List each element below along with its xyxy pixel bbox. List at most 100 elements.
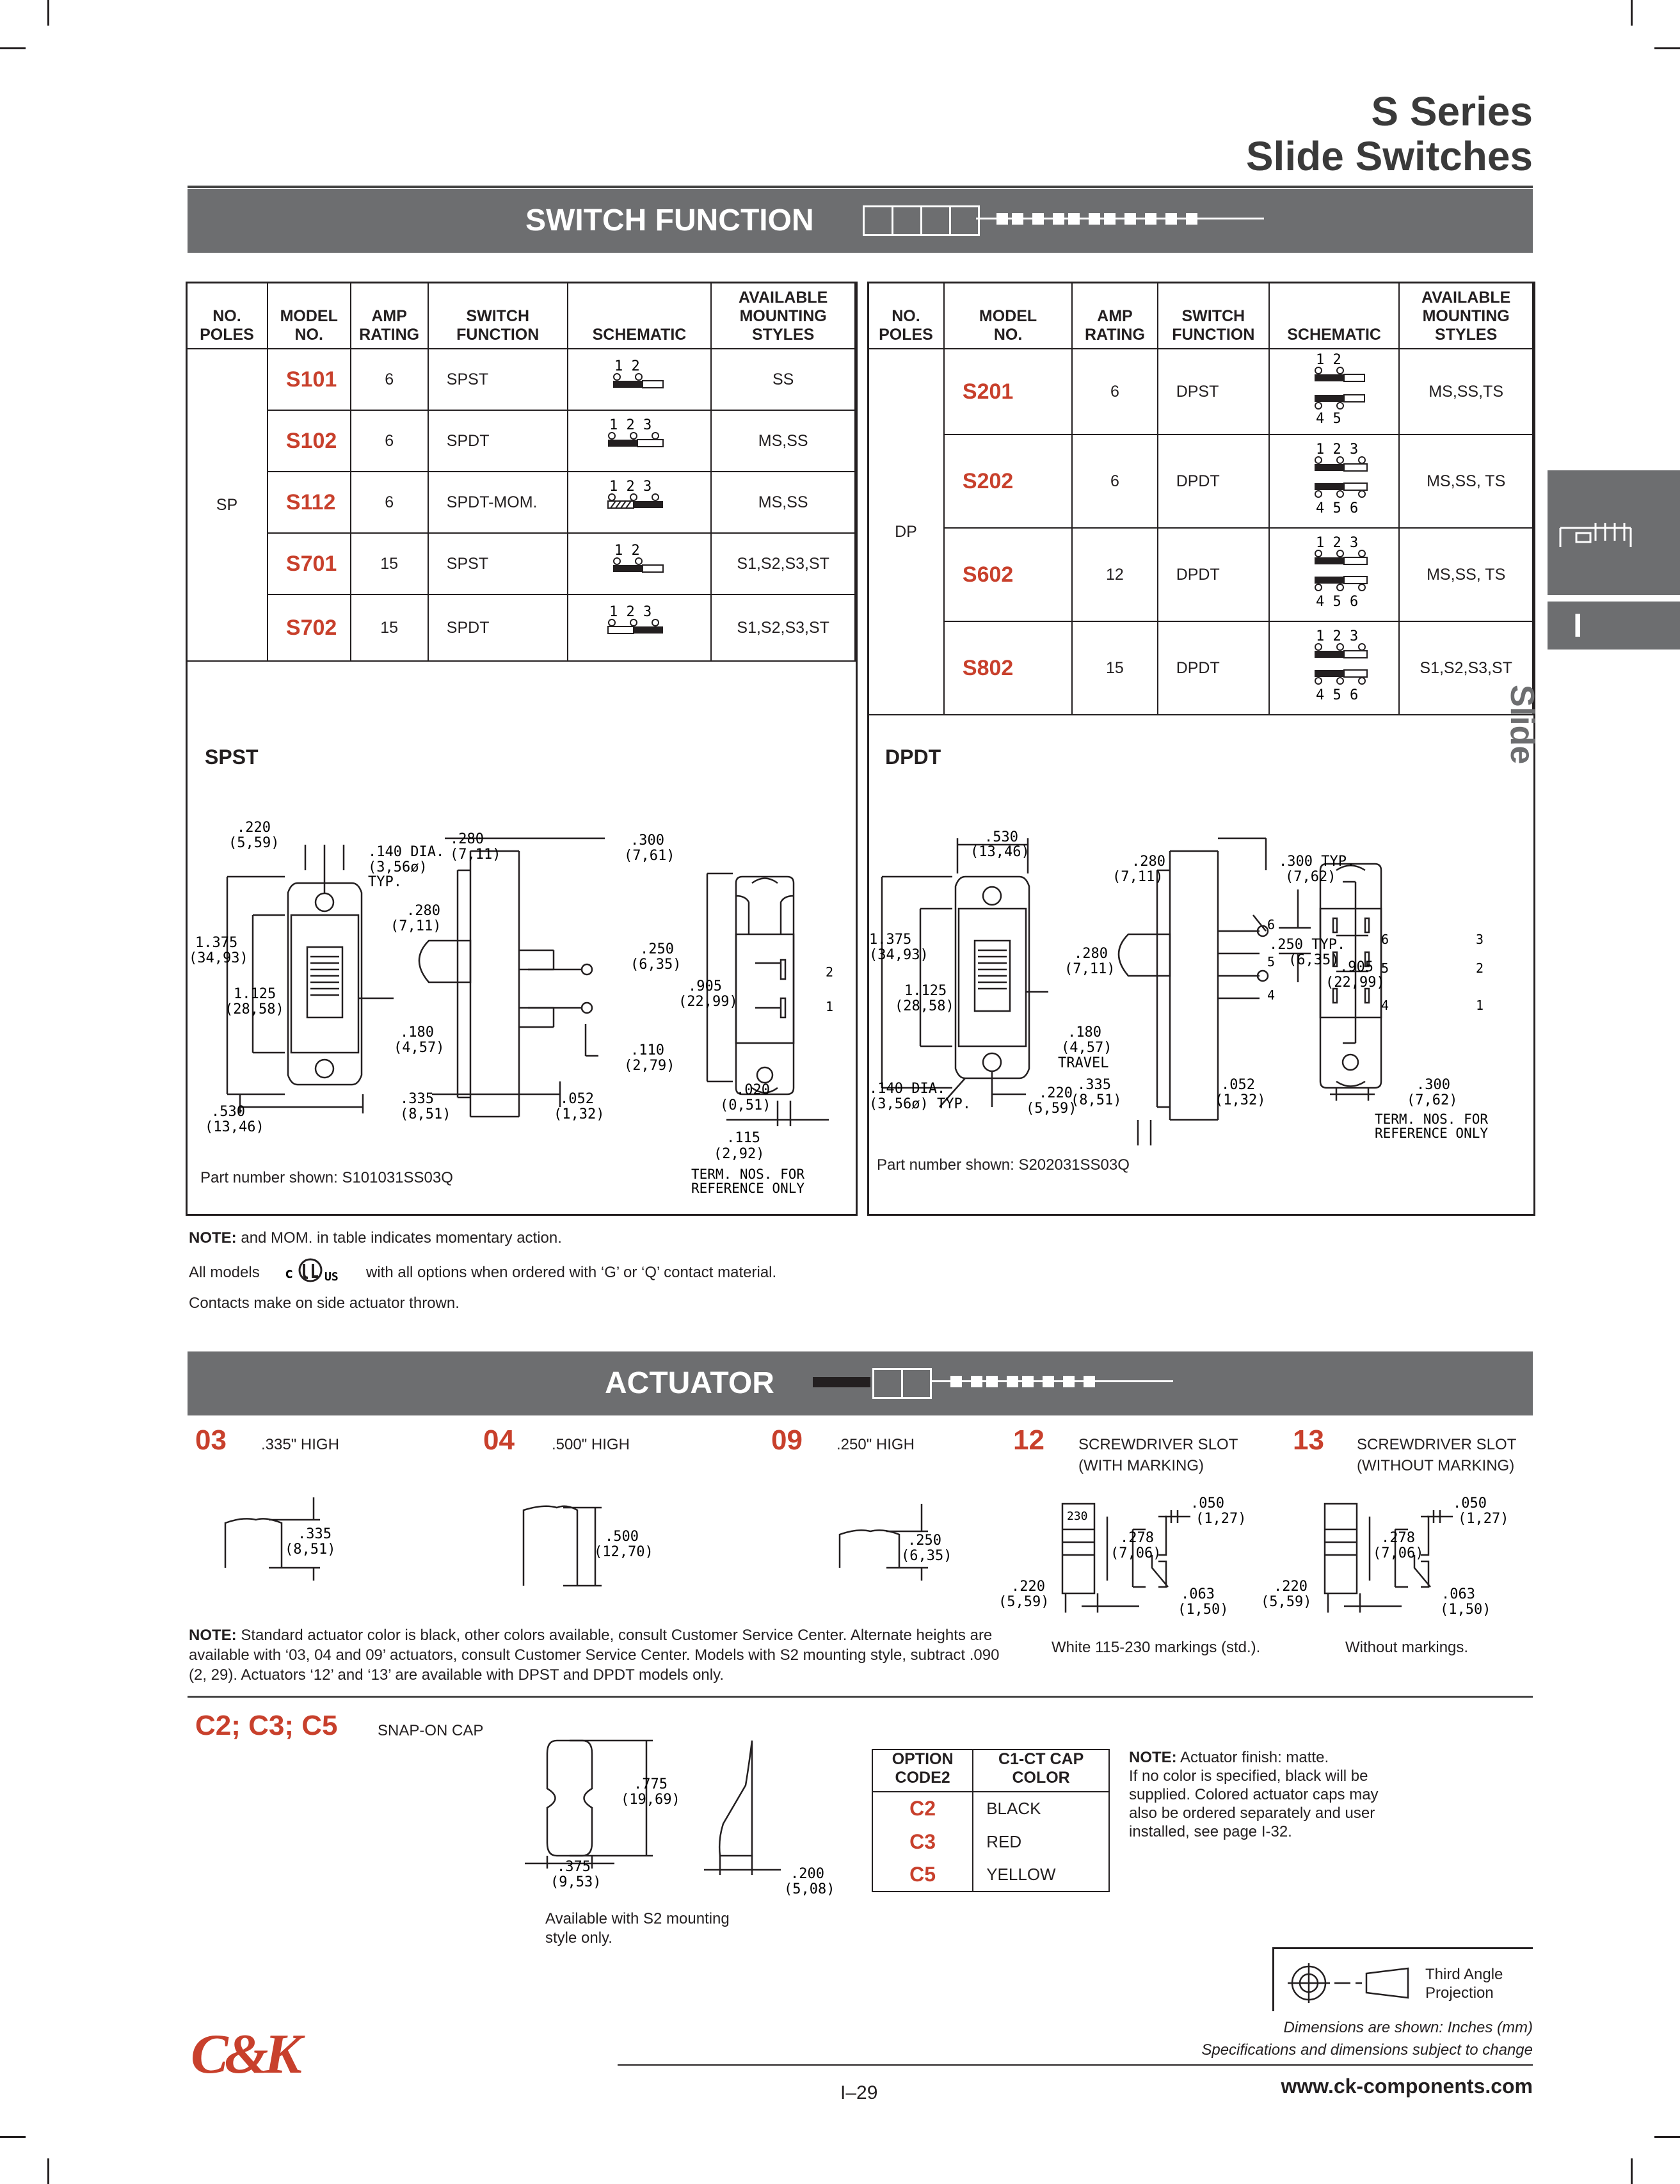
svg-text:(1,32): (1,32)	[554, 1106, 604, 1122]
section-rule	[188, 1696, 1533, 1698]
code-square	[1007, 1376, 1018, 1387]
mounting-cell: MS,SS	[710, 410, 856, 472]
website-link[interactable]: www.ck-components.com	[1281, 2075, 1533, 2098]
svg-text:.052: .052	[1221, 1077, 1255, 1093]
schematic-cell: 1 2 3 4 5 6	[1268, 527, 1400, 622]
svg-text:1: 1	[1476, 998, 1484, 1013]
amp-cell: 15	[349, 594, 429, 662]
svg-text:(34,93): (34,93)	[869, 947, 929, 963]
svg-text:TYP.: TYP.	[368, 874, 402, 890]
svg-text:c: c	[285, 1266, 293, 1282]
poles-cell: SP	[186, 348, 268, 662]
svg-text:(7,11): (7,11)	[1064, 961, 1115, 977]
svg-text:.220: .220	[237, 820, 271, 836]
third-angle-projection-icon	[1288, 1963, 1409, 2003]
schematic-cell: 1 2	[566, 348, 712, 411]
schematic-cell: 1 2 3 4 5 6	[1268, 434, 1400, 529]
svg-text:REFERENCE ONLY: REFERENCE ONLY	[1375, 1126, 1488, 1141]
color-cell: RED	[972, 1825, 1110, 1858]
code-box	[920, 205, 951, 236]
actuator-band: ACTUATOR	[188, 1351, 1533, 1415]
switch-function-band: SWITCH FUNCTION	[188, 189, 1533, 253]
svg-text:TERM. NOS. FOR: TERM. NOS. FOR	[691, 1167, 804, 1182]
poles-cell: DP	[867, 348, 945, 715]
note-contacts: Contacts make on side actuator thrown.	[189, 1295, 460, 1312]
svg-text:4 5 6: 4 5 6	[1316, 594, 1358, 610]
ck-logo: C&K	[191, 2023, 302, 2085]
code-box	[892, 205, 922, 236]
svg-text:(1,27): (1,27)	[1196, 1511, 1246, 1527]
svg-text:(3,56ø) TYP.: (3,56ø) TYP.	[869, 1096, 971, 1112]
note-ul: All models	[189, 1264, 260, 1281]
svg-text:(7,06): (7,06)	[1373, 1545, 1423, 1561]
color-cell: YELLOW	[972, 1858, 1110, 1892]
mounting-cell: MS,SS,TS	[1398, 348, 1533, 435]
svg-text:.278: .278	[1120, 1530, 1154, 1546]
svg-text:(8,51): (8,51)	[400, 1106, 451, 1122]
svg-text:1 2: 1 2	[614, 543, 640, 559]
svg-text:(8,51): (8,51)	[1071, 1092, 1121, 1108]
svg-text:(7,11): (7,11)	[390, 918, 441, 934]
table-row: S112 6 SPDT-MOM. 1 2 3 MS,SS	[186, 471, 856, 534]
svg-text:.335: .335	[400, 1091, 434, 1107]
dpst-schematic: 1 2 4 5	[1314, 352, 1365, 427]
svg-text:(34,93): (34,93)	[189, 950, 248, 966]
code-square	[1032, 213, 1044, 225]
actuator-code: 09	[771, 1424, 803, 1456]
svg-text:.280: .280	[406, 903, 440, 919]
svg-text:(5,59): (5,59)	[228, 835, 279, 851]
function-cell: DPDT	[1156, 434, 1270, 529]
svg-text:.280: .280	[1132, 854, 1165, 870]
table-row: S702 15 SPDT 1 2 3 S1,S2,S3,ST	[186, 594, 856, 662]
table-row: S202 6 DPDT 1 2 3 4 5 6 MS,SS, TS	[868, 434, 1533, 529]
mounting-cell: S1,S2,S3,ST	[1398, 621, 1533, 715]
series-title: S Series	[1371, 88, 1533, 134]
svg-text:(12,70): (12,70)	[594, 1544, 653, 1560]
amp-cell: 6	[1071, 348, 1158, 435]
mounting-cell: MS,SS	[710, 471, 856, 534]
svg-text:(22,99): (22,99)	[678, 994, 738, 1010]
schematic-cell: 1 2 3 4 5 6	[1268, 621, 1400, 715]
svg-text:.050: .050	[1190, 1495, 1224, 1511]
svg-text:(13,46): (13,46)	[970, 844, 1030, 860]
svg-text:(7,11): (7,11)	[1112, 869, 1163, 885]
code-square	[1012, 213, 1023, 225]
amp-cell: 6	[349, 471, 429, 534]
code-square	[1104, 213, 1116, 225]
svg-text:.050: .050	[1453, 1495, 1487, 1511]
svg-text:5: 5	[1267, 954, 1275, 969]
cap-note: NOTE: Actuator finish: matte. If no colo…	[1129, 1749, 1379, 1840]
actuator-09-drawing: .250 (6,35)	[838, 1504, 952, 1581]
spst-schematic: 1 2	[613, 358, 664, 388]
schematic-cell: 1 2 3	[566, 594, 712, 662]
code-square	[1022, 1376, 1034, 1387]
mounting-cell: MS,SS, TS	[1398, 434, 1533, 529]
crop-mark	[1631, 0, 1633, 26]
code-square	[986, 1376, 998, 1387]
svg-text:.250 TYP.: .250 TYP.	[1269, 937, 1345, 953]
slide-icon-tab	[1548, 470, 1680, 595]
svg-text:.530: .530	[984, 829, 1018, 845]
dimensions-note: Dimensions are shown: Inches (mm)	[1283, 2019, 1533, 2036]
product-title: Slide Switches	[1245, 133, 1533, 179]
svg-text:230: 230	[1067, 1510, 1088, 1523]
code-square	[1089, 213, 1100, 225]
col-schematic: SCHEMATIC	[566, 282, 712, 349]
model-cell: S101	[266, 348, 351, 411]
svg-text:(6,35): (6,35)	[1288, 952, 1339, 968]
schematic-cell: 1 2 4 5	[1268, 348, 1400, 435]
actuator-code: 13	[1293, 1424, 1324, 1456]
svg-text:(3,56ø): (3,56ø)	[368, 859, 428, 875]
table-row: C5 YELLOW	[871, 1858, 1110, 1892]
dpdt-title: DPDT	[885, 745, 941, 769]
mounting-cell: MS,SS, TS	[1398, 527, 1533, 622]
svg-text:.250: .250	[640, 941, 674, 957]
dpdt-schematic: 1 2 3 4 5 6	[1314, 442, 1368, 516]
actuator-code: 04	[483, 1424, 515, 1456]
option-code-cell: C5	[871, 1858, 974, 1892]
svg-text:.220: .220	[1011, 1579, 1045, 1595]
